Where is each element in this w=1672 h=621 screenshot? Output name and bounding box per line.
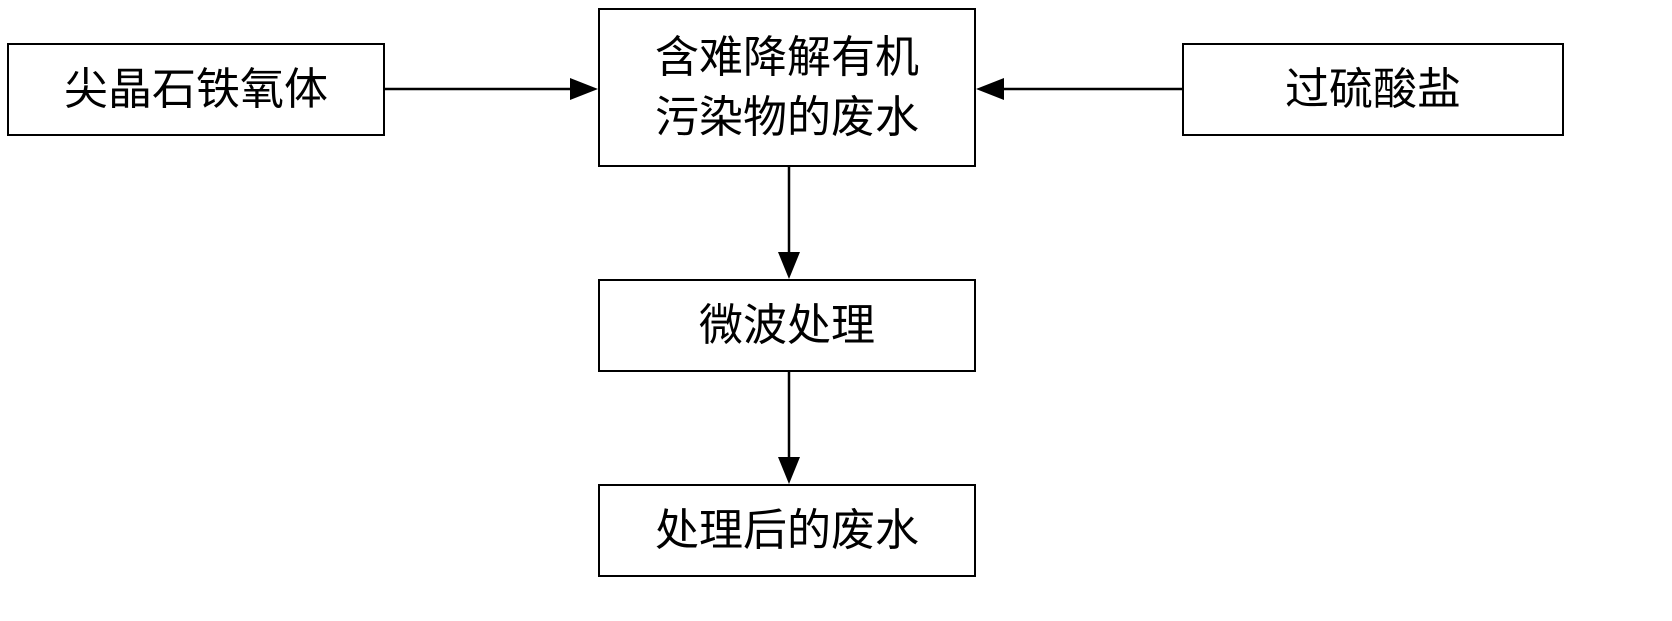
microwave-treatment-box: 微波处理 <box>598 279 976 372</box>
persulfate-label: 过硫酸盐 <box>1285 63 1461 115</box>
spinel-ferrite-box: 尖晶石铁氧体 <box>7 43 385 136</box>
organic-wastewater-label-line1: 含难降解有机 <box>655 32 919 84</box>
arrow-microwave-to-treated <box>778 372 800 484</box>
organic-wastewater-label-line2: 污染物的废水 <box>655 91 919 143</box>
persulfate-box: 过硫酸盐 <box>1182 43 1564 136</box>
treated-wastewater-label: 处理后的废水 <box>655 504 919 556</box>
arrow-spinel-to-wastewater <box>385 78 598 100</box>
microwave-treatment-label: 微波处理 <box>699 299 875 351</box>
spinel-ferrite-label: 尖晶石铁氧体 <box>64 63 328 115</box>
organic-wastewater-box: 含难降解有机 污染物的废水 <box>598 8 976 167</box>
treated-wastewater-box: 处理后的废水 <box>598 484 976 577</box>
arrow-persulfate-to-wastewater <box>976 78 1182 100</box>
arrow-wastewater-to-microwave <box>778 167 800 279</box>
